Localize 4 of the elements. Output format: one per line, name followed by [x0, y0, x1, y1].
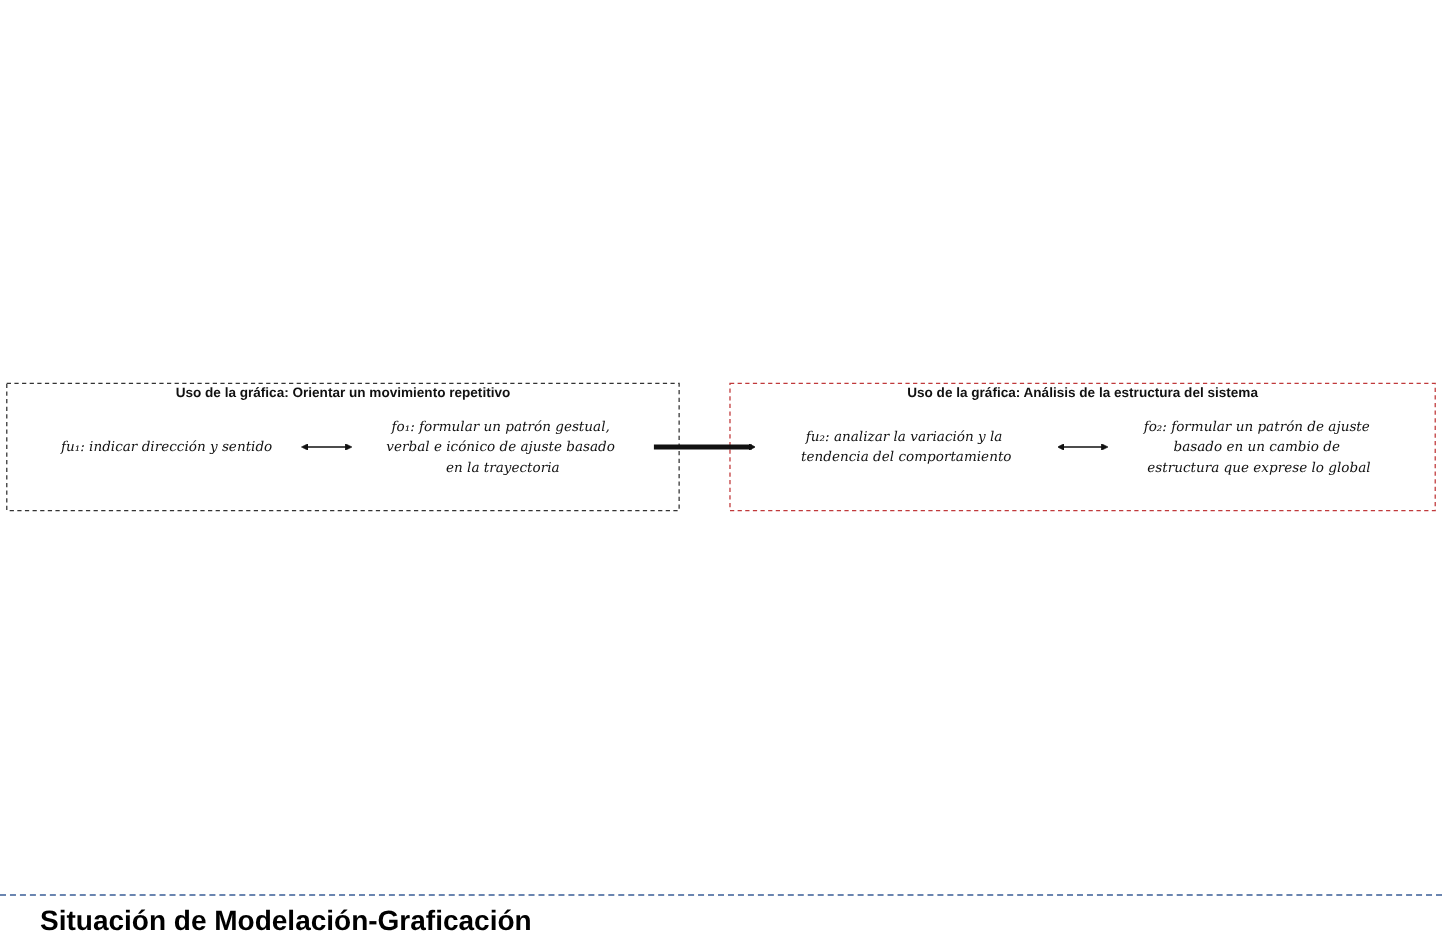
caption: Situación de Modelación-Graficación — [0, 894, 1442, 944]
arrow — [301, 443, 353, 451]
arrow — [653, 443, 756, 451]
arrow — [1057, 443, 1109, 451]
